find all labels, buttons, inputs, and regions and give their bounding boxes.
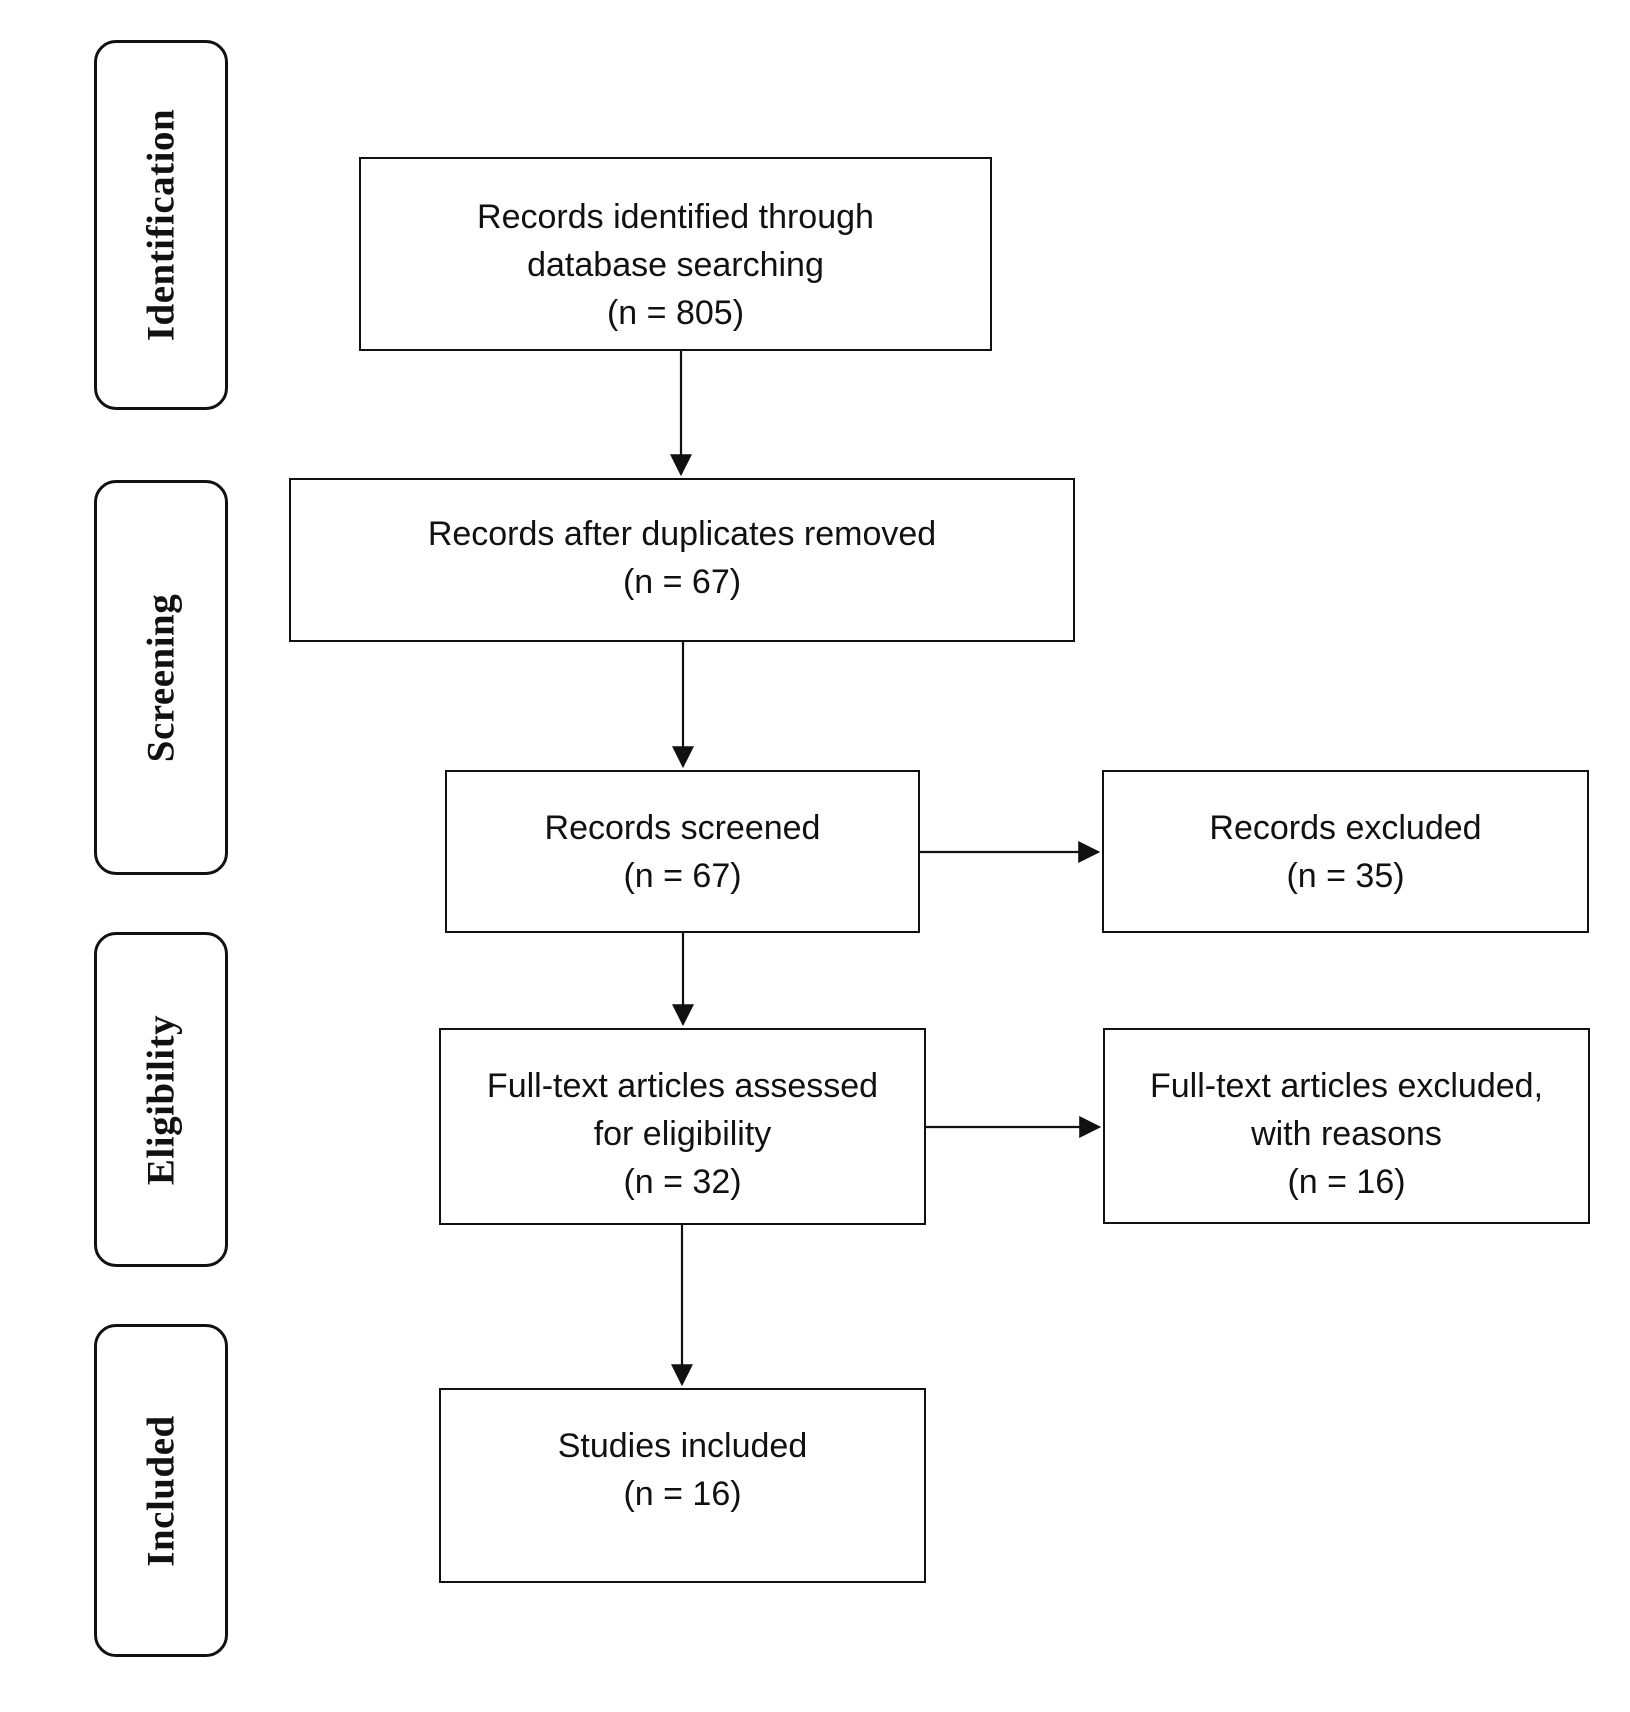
- phase-eligibility: Eligibility: [94, 932, 228, 1267]
- box-records-identified-line2: database searching: [527, 246, 824, 284]
- box-records-screened-line1: Records screened: [544, 809, 821, 847]
- box-records-excluded: Records excluded (n = 35): [1102, 770, 1589, 933]
- box-fulltext-excluded-line1: Full-text articles excluded,: [1149, 1067, 1544, 1105]
- box-studies-included: Studies included (n = 16): [439, 1388, 926, 1583]
- box-records-identified: Records identified through database sear…: [359, 157, 992, 351]
- box-fulltext-assessed-line1: Full-text articles assessed: [486, 1067, 879, 1105]
- box-fulltext-excluded: Full-text articles excluded, with reason…: [1103, 1028, 1590, 1224]
- box-records-screened: Records screened (n = 67): [445, 770, 920, 933]
- box-duplicates-removed-line1: Records after duplicates removed: [427, 515, 937, 553]
- box-fulltext-assessed: Full-text articles assessed for eligibil…: [439, 1028, 926, 1225]
- box-fulltext-assessed-line2: for eligibility: [593, 1115, 772, 1153]
- box-fulltext-assessed-count: (n = 32): [623, 1163, 742, 1201]
- box-records-identified-line1: Records identified through: [477, 198, 874, 236]
- phase-screening: Screening: [94, 480, 228, 875]
- box-records-excluded-line1: Records excluded: [1209, 809, 1482, 847]
- box-records-screened-count: (n = 67): [623, 857, 742, 895]
- box-fulltext-excluded-line2: with reasons: [1251, 1115, 1442, 1153]
- box-duplicates-removed: Records after duplicates removed (n = 67…: [289, 478, 1075, 642]
- phase-included: Included: [94, 1324, 228, 1657]
- box-studies-included-line1: Studies included: [557, 1427, 808, 1465]
- box-records-excluded-count: (n = 35): [1286, 857, 1405, 895]
- box-studies-included-count: (n = 16): [623, 1475, 742, 1513]
- box-duplicates-removed-count: (n = 67): [622, 563, 742, 601]
- box-records-identified-count: (n = 805): [606, 294, 745, 332]
- box-fulltext-excluded-count: (n = 16): [1287, 1163, 1406, 1201]
- phase-identification: Identification: [94, 40, 228, 410]
